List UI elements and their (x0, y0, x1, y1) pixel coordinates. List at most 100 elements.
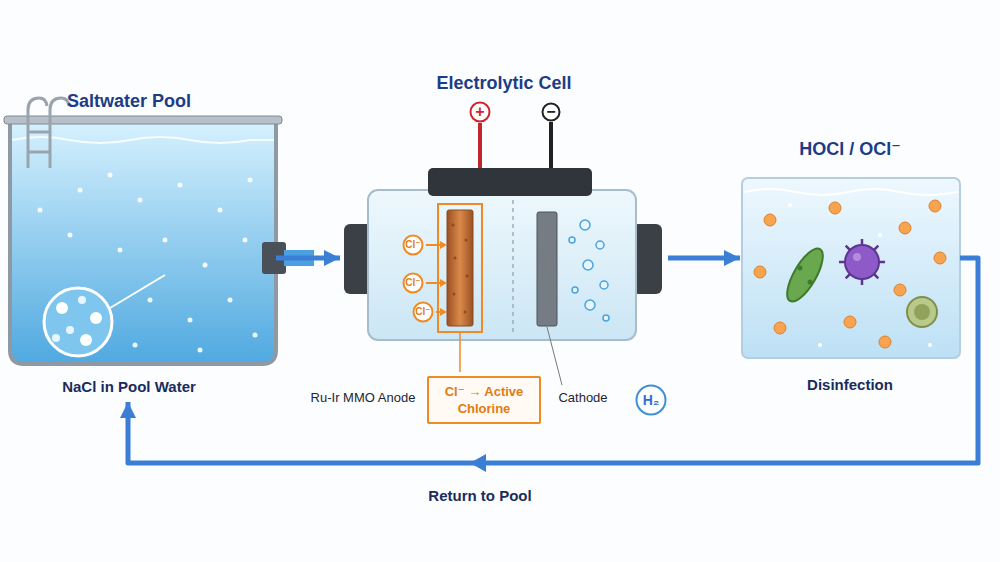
bubble (596, 241, 604, 249)
ion-arrow (426, 282, 441, 284)
magnifier-leader (110, 275, 165, 308)
pool-node: Saltwater PoolNaCl in Pool Water (8, 90, 276, 402)
particle (253, 333, 258, 338)
ion (56, 302, 68, 314)
bubble (580, 220, 590, 230)
divider (512, 200, 514, 332)
particle (218, 208, 223, 213)
ion-circle: Cl⁻ (412, 301, 434, 323)
disinfection-tank-illustration (742, 178, 960, 358)
arrowhead (440, 308, 447, 316)
ladder-rung (28, 151, 50, 154)
spore (907, 297, 937, 327)
bacterium-body (780, 244, 829, 307)
tank-caption: Disinfection (807, 376, 893, 394)
ion (52, 334, 60, 342)
particle (929, 200, 941, 212)
ion-arrow (426, 244, 441, 246)
terminal-sign: − (546, 104, 555, 120)
water-surface (744, 189, 958, 195)
sparkle (928, 343, 932, 347)
particle (188, 318, 193, 323)
pool-ladder (28, 98, 69, 168)
particle (38, 208, 43, 213)
virus-spot (853, 253, 861, 261)
particle (894, 284, 906, 296)
terminal-positive: + (469, 101, 491, 123)
bubble (603, 315, 609, 321)
texture-dot (453, 293, 456, 296)
circle-outline (543, 104, 560, 121)
electrolytic-cell-illustration (344, 122, 662, 385)
ion (66, 326, 74, 334)
particle (118, 248, 123, 253)
magnifier-lens (44, 288, 112, 356)
pool-illustration (4, 98, 314, 364)
particle (78, 188, 83, 193)
arrowhead (440, 241, 447, 249)
pool-caption: NaCl in Pool Water (62, 378, 196, 396)
ion-circle: Cl⁻ (402, 272, 424, 294)
part-label: Cathode (558, 390, 607, 406)
cathode-plate (537, 212, 557, 326)
particle (844, 316, 856, 328)
terminal-negative: − (541, 102, 561, 122)
particle (754, 266, 766, 278)
hydrogen-bubbles (569, 220, 609, 321)
texture-dot (466, 275, 469, 278)
leader-line (547, 327, 562, 385)
chlorine-particles (754, 200, 946, 348)
bubble (572, 287, 578, 293)
particle (203, 263, 208, 268)
tank (742, 178, 960, 358)
cell-housing (368, 190, 636, 340)
label-holder: Cathode (558, 390, 607, 406)
flow-connector (128, 258, 978, 463)
particle (108, 173, 113, 178)
bubble (600, 281, 608, 289)
circle-outline (404, 236, 423, 255)
bubble (583, 260, 593, 270)
reaction-box: Cl⁻ → Active Chlorine (427, 376, 541, 424)
label-holder: Ru-Ir MMO Anode (311, 390, 416, 406)
ion (90, 312, 102, 324)
cell-cap (428, 168, 592, 196)
particle (148, 298, 153, 303)
leader-line (459, 332, 461, 372)
circle-outline (414, 303, 433, 322)
ladder-rail (50, 98, 69, 168)
circle-outline (471, 103, 490, 122)
particle (248, 178, 253, 183)
particle (68, 233, 73, 238)
texture-dot (464, 311, 467, 314)
spore-core (914, 304, 930, 320)
particle (879, 336, 891, 348)
bacterium-spot (808, 280, 813, 285)
texture-dot (465, 239, 468, 242)
flow-connector (276, 256, 340, 261)
pool-title: Saltwater Pool (67, 90, 191, 112)
particle (774, 322, 786, 334)
negative-wire (549, 122, 553, 170)
terminal-sign: + (475, 104, 484, 120)
ion-label: Cl⁻ (415, 307, 430, 317)
particle (228, 298, 233, 303)
ion-label: Cl⁻ (405, 278, 420, 288)
flow-connector (668, 256, 740, 261)
particle (899, 222, 911, 234)
bacterium (780, 244, 829, 307)
particle (138, 198, 143, 203)
particle (133, 343, 138, 348)
sparkle (818, 343, 822, 347)
anode-texture (452, 224, 469, 314)
texture-dot (454, 257, 457, 260)
reaction-label: Cl⁻ → Active Chlorine (435, 383, 533, 417)
particle (243, 238, 248, 243)
sparkles (788, 203, 932, 347)
virus (839, 239, 885, 285)
arrowhead (440, 279, 447, 287)
bubble (569, 237, 575, 243)
ladder-rung (28, 131, 50, 134)
circle-outline (404, 274, 423, 293)
